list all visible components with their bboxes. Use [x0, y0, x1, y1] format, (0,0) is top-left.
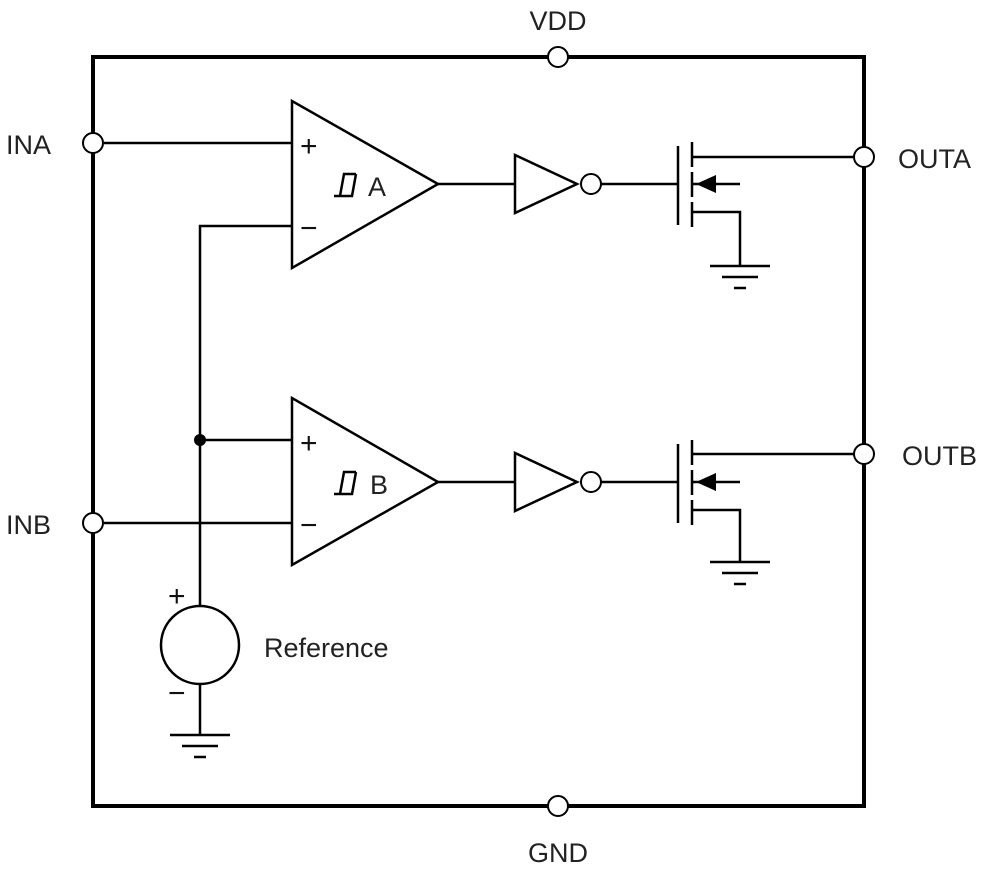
inb-label: INB: [6, 510, 51, 540]
hysteresis-icon: [334, 172, 358, 198]
package-outline: [91, 55, 866, 808]
vdd-terminal: [547, 46, 569, 68]
comparator-a-minus: −: [300, 212, 318, 245]
reference-wire: [198, 224, 292, 605]
inb-terminal: [82, 512, 104, 534]
reference-source: + −: [159, 580, 241, 759]
gnd-label: GND: [528, 838, 588, 868]
outa-terminal: [853, 146, 875, 168]
comparator-a: + − A: [290, 98, 441, 271]
comparator-b-minus: −: [300, 509, 318, 542]
vdd-label: VDD: [529, 6, 586, 36]
ina-terminal: [82, 132, 104, 154]
nmos-transistor-a: [676, 142, 854, 290]
nmos-transistor-b: [676, 440, 854, 586]
outb-label: OUTB: [902, 441, 977, 471]
comparator-b: + − B: [290, 395, 441, 568]
comparator-b-plus: +: [300, 427, 318, 460]
reference-minus: −: [168, 677, 186, 710]
comparator-a-plus: +: [300, 130, 318, 163]
hysteresis-icon: [334, 470, 358, 496]
gnd-terminal: [547, 795, 569, 817]
junction-dot: [194, 434, 206, 446]
outa-label: OUTA: [898, 144, 971, 174]
ina-label: INA: [6, 130, 51, 160]
comparator-a-label: A: [368, 172, 386, 202]
inverter-b: [513, 451, 602, 513]
reference-label: Reference: [264, 633, 389, 663]
outb-terminal: [853, 443, 875, 465]
inverter-a: [513, 153, 602, 215]
comparator-b-label: B: [370, 470, 388, 500]
reference-plus: +: [168, 580, 186, 613]
